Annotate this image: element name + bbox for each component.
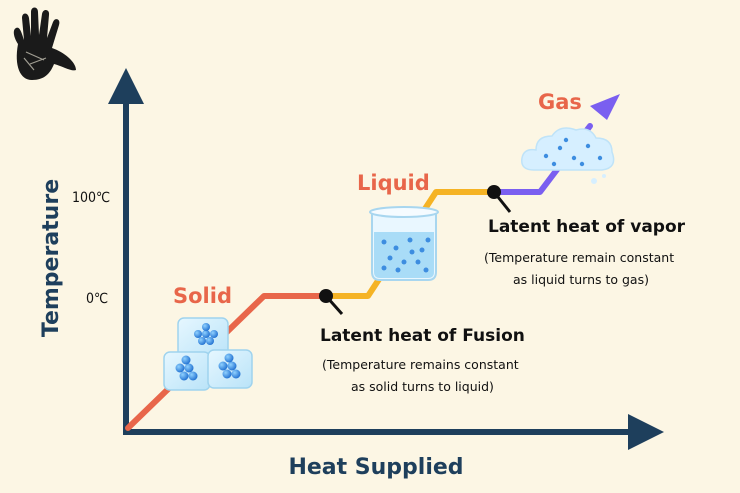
fusion-annotation-line1: (Temperature remains constant [322,357,519,372]
fusion-annotation-title: Latent heat of Fusion [320,326,525,346]
tick-label-0c: 0℃ [86,291,108,307]
gas-cloud-icon [521,127,615,184]
phase-label-solid: Solid [173,284,232,308]
ice-cubes-icon [163,317,253,391]
hand-logo-icon [13,7,76,80]
x-axis [123,414,664,450]
x-axis-title: Heat Supplied [288,455,463,480]
phase-label-gas: Gas [538,90,582,114]
fusion-annotation-line2: as solid turns to liquid) [351,379,494,394]
vapor-annotation-line1: (Temperature remain constant [484,250,674,265]
y-axis [108,68,144,432]
x-axis-arrowhead [628,414,664,450]
tick-label-100c: 100℃ [72,190,110,206]
vapor-annotation-line2: as liquid turns to gas) [513,272,649,287]
vapor-marker [487,185,512,213]
y-axis-arrowhead [108,68,144,104]
water-beaker-icon [369,206,439,281]
fusion-marker [319,289,344,315]
gas-arrowhead [590,94,620,120]
phase-label-liquid: Liquid [357,171,430,195]
y-axis-title: Temperature [39,179,64,337]
vapor-annotation-title: Latent heat of vapor [488,217,686,237]
